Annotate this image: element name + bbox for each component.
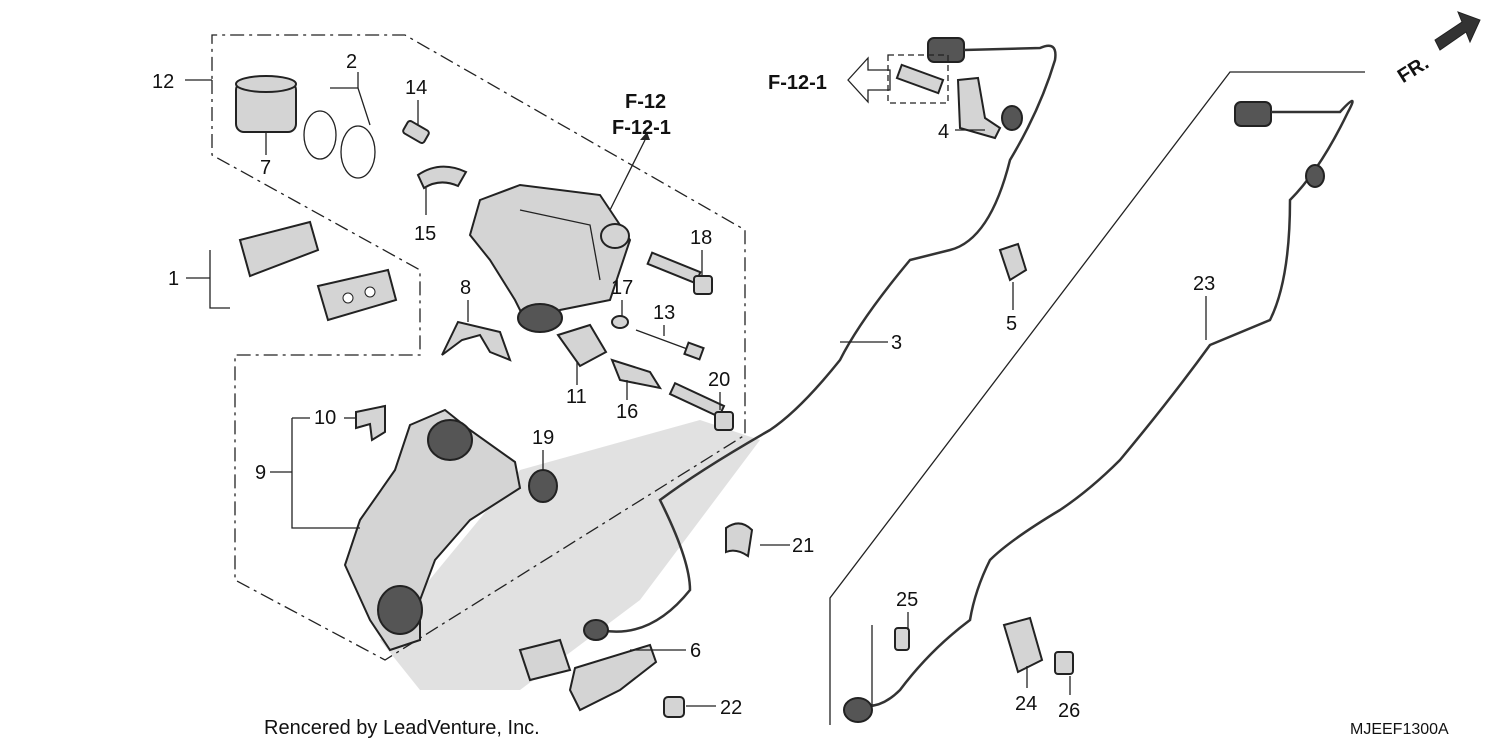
callout-3: 3 bbox=[891, 332, 902, 354]
mounting-bolt bbox=[668, 381, 734, 431]
callout-9: 9 bbox=[255, 462, 266, 484]
caliper-bracket bbox=[343, 408, 522, 652]
callout-7: 7 bbox=[260, 157, 271, 179]
callout-15: 15 bbox=[414, 223, 436, 245]
reference-labels: F-12 F-12-1 F-12-1 bbox=[612, 72, 827, 139]
rear-sensor-stay bbox=[1002, 616, 1044, 674]
callout-22: 22 bbox=[720, 697, 742, 719]
sensor-assembly-outline bbox=[829, 71, 1365, 725]
callout-labels: 12 2 7 14 15 1 8 18 17 13 11 16 20 19 10… bbox=[152, 51, 1215, 722]
diagram-code: MJEEF1300A bbox=[1350, 721, 1449, 738]
stay-bolt bbox=[663, 696, 685, 718]
callout-6: 6 bbox=[690, 640, 701, 662]
pad-retainer bbox=[355, 404, 386, 442]
rear-stay-bolt bbox=[1054, 651, 1074, 675]
callout-21: 21 bbox=[792, 535, 814, 557]
cable-clip bbox=[725, 522, 754, 558]
brake-pads bbox=[238, 220, 398, 322]
callout-5: 5 bbox=[1006, 313, 1017, 335]
callout-12: 12 bbox=[152, 71, 174, 93]
rear-sensor-cable bbox=[843, 99, 1354, 723]
pin-bolt bbox=[646, 251, 713, 295]
front-sensor-cable bbox=[518, 37, 1057, 682]
footer-credit: Rencered by LeadVenture, Inc. bbox=[264, 717, 540, 739]
leader-lines bbox=[185, 72, 1207, 707]
callout-8: 8 bbox=[460, 277, 471, 299]
piston-seals bbox=[303, 110, 376, 179]
caliper-assembly-outline bbox=[211, 34, 746, 661]
callout-4: 4 bbox=[938, 121, 949, 143]
callout-11: 11 bbox=[566, 386, 587, 408]
callout-14: 14 bbox=[405, 77, 427, 99]
reference-f12-1-arrow: F-12-1 bbox=[768, 72, 827, 94]
callout-18: 18 bbox=[690, 227, 712, 249]
caliper-reference-leader bbox=[609, 132, 650, 211]
callout-16: 16 bbox=[616, 401, 638, 423]
callout-23: 23 bbox=[1193, 273, 1215, 295]
bracket-stopper bbox=[528, 469, 558, 503]
cable-guide bbox=[998, 242, 1028, 282]
callout-24: 24 bbox=[1015, 693, 1037, 715]
boot bbox=[556, 323, 608, 368]
callout-13: 13 bbox=[653, 302, 675, 324]
reference-f12: F-12 bbox=[625, 91, 666, 113]
front-direction-arrow bbox=[1434, 11, 1481, 51]
callout-2: 2 bbox=[346, 51, 357, 73]
reference-f12-1: F-12-1 bbox=[612, 117, 671, 139]
pad-spring bbox=[441, 320, 512, 362]
callout-20: 20 bbox=[708, 369, 730, 391]
sleeve bbox=[610, 358, 663, 390]
sensor-bolt bbox=[894, 627, 910, 651]
slide-pin bbox=[635, 329, 705, 361]
front-label: FR. bbox=[1394, 52, 1433, 88]
callout-1: 1 bbox=[168, 268, 179, 290]
washer bbox=[611, 315, 629, 329]
piston bbox=[235, 75, 297, 133]
reference-arrow bbox=[847, 54, 949, 104]
bleeder-cap bbox=[416, 165, 468, 190]
watermark bbox=[380, 420, 760, 690]
sensor-bracket-upper bbox=[895, 63, 1002, 140]
caliper-body bbox=[468, 183, 632, 333]
callout-17: 17 bbox=[611, 277, 633, 299]
callout-19: 19 bbox=[532, 427, 554, 449]
callout-26: 26 bbox=[1058, 700, 1080, 722]
sensor-stay bbox=[568, 643, 658, 712]
bleeder-valve bbox=[402, 120, 430, 144]
callout-25: 25 bbox=[896, 589, 918, 611]
callout-10: 10 bbox=[314, 407, 336, 429]
